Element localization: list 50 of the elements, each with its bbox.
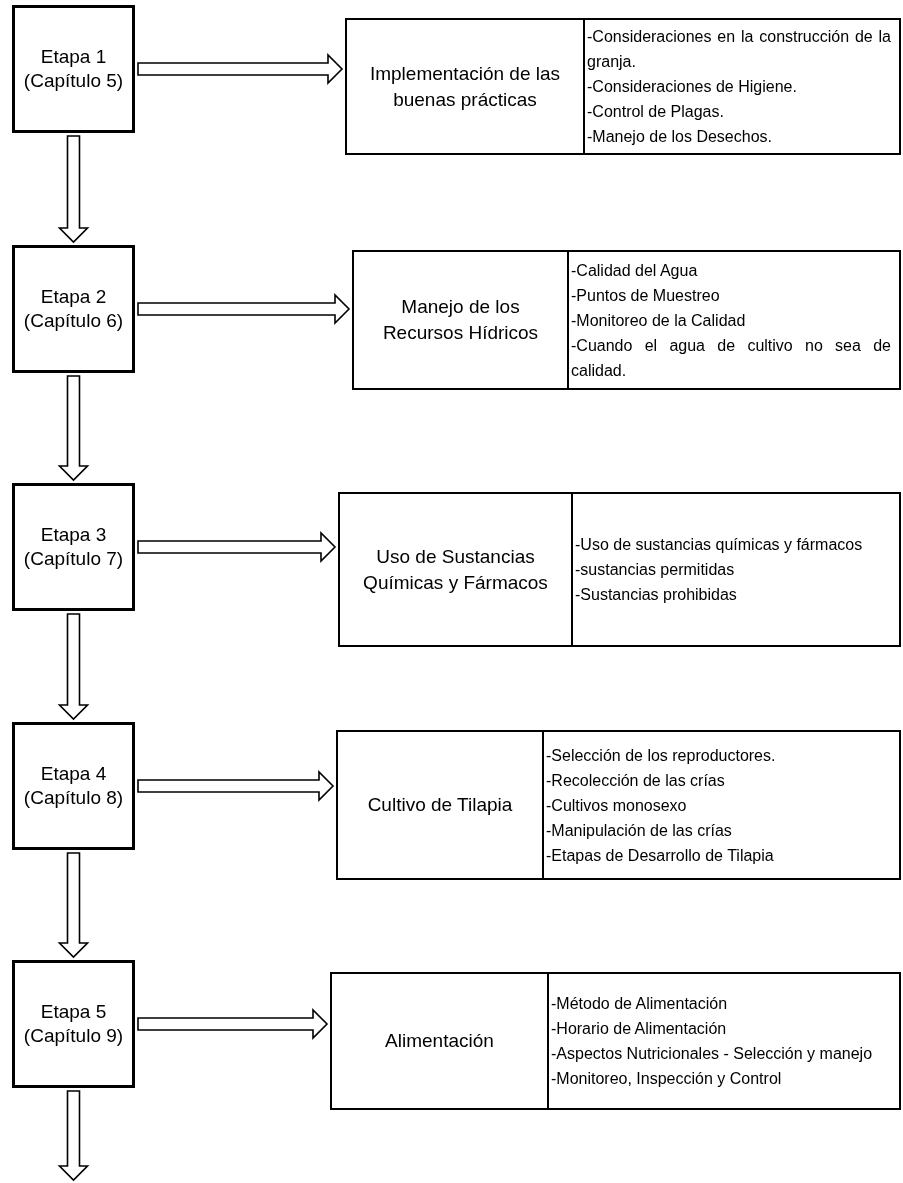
topic-item: -Consideraciones de Higiene.: [587, 77, 798, 97]
topic-item: -Control de Plagas.: [587, 102, 725, 122]
topic-item: -Calidad del Agua: [571, 260, 699, 281]
topic-item: -Horario de Alimentación: [551, 1019, 728, 1039]
stage-label: Etapa 3 (Capítulo 7): [23, 523, 124, 571]
stage-label: Etapa 1 (Capítulo 5): [23, 45, 124, 93]
topic-item: -Selección de los reproductores.: [546, 745, 777, 766]
stage-box: [12, 722, 135, 850]
topic-table: [352, 250, 901, 390]
block-arrow: [137, 293, 351, 325]
topic-item: -Cuando el agua de cultivo no sea de calidad.: [571, 335, 891, 381]
topic-title: Manejo de los Recursos Hídricos: [381, 295, 540, 345]
topic-item: -Consideraciones en la construcción de la granja.: [587, 27, 891, 72]
stage-label: Etapa 4 (Capítulo 8): [23, 762, 124, 810]
block-arrow: [57, 613, 90, 721]
stage-label: Etapa 5 (Capítulo 9): [23, 1000, 124, 1048]
block-arrow: [57, 135, 90, 244]
block-arrow: [137, 1008, 329, 1040]
topic-title: Alimentación: [385, 1029, 494, 1053]
topic-item: -Método de Alimentación: [551, 994, 729, 1014]
block-arrow: [57, 852, 90, 959]
topic-table: [330, 972, 901, 1110]
stage-box: [12, 245, 135, 373]
block-arrow: [57, 375, 90, 482]
topic-title: Cultivo de Tilapia: [367, 793, 513, 817]
topic-item: -sustancias permitidas: [575, 560, 736, 580]
block-arrow: [137, 53, 344, 85]
topic-item: -Recolección de las crías: [546, 770, 726, 791]
topic-item: -Puntos de Muestreo: [571, 285, 721, 306]
topic-item: -Monitoreo, Inspección y Control: [551, 1069, 783, 1089]
block-arrow: [137, 531, 337, 563]
topic-item: -Manipulación de las crías: [546, 820, 733, 841]
topic-item: -Etapas de Desarrollo de Tilapia: [546, 845, 775, 866]
topic-title: Uso de Sustancias Químicas y Fármacos: [362, 544, 549, 595]
stage-box: [12, 483, 135, 611]
topic-title: Implementación de las buenas prácticas: [368, 61, 562, 112]
topic-table: [338, 492, 901, 647]
topic-item: -Uso de sustancias químicas y fármacos: [575, 535, 864, 555]
stage-label: Etapa 2 (Capítulo 6): [23, 285, 124, 333]
block-arrow: [137, 770, 335, 802]
topic-item: -Cultivos monosexo: [546, 795, 688, 816]
topic-item: -Sustancias prohibidas: [575, 585, 738, 605]
topic-table: [336, 730, 901, 880]
block-arrow: [57, 1090, 90, 1182]
topic-table: [345, 18, 901, 155]
stage-box: [12, 960, 135, 1088]
topic-item: -Aspectos Nutricionales - Selección y manejo: [551, 1044, 874, 1064]
stage-box: [12, 5, 135, 133]
topic-item: -Monitoreo de la Calidad: [571, 310, 747, 331]
topic-item: -Manejo de los Desechos.: [587, 127, 773, 147]
